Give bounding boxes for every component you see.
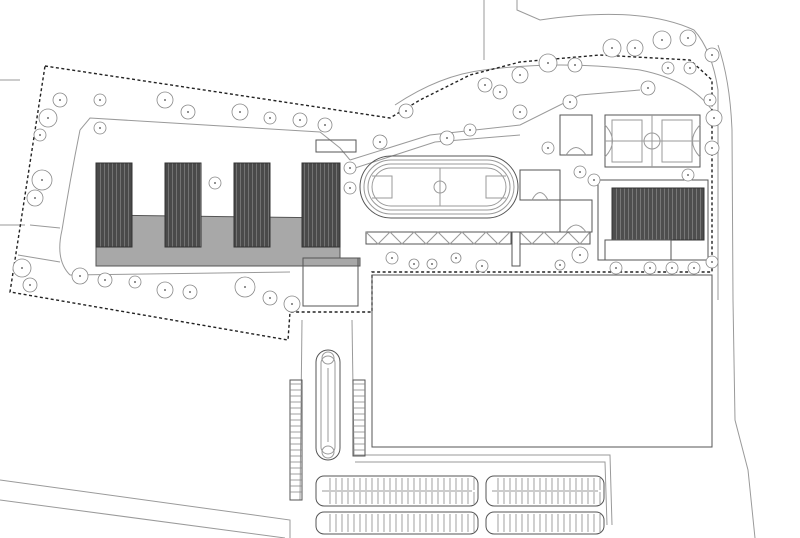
gymnasium — [597, 179, 709, 261]
site-boundary — [9, 54, 713, 341]
parking-lot — [315, 475, 605, 535]
classroom-complex — [95, 139, 361, 307]
parking-strip-left — [289, 379, 366, 501]
classroom-block-3 — [233, 162, 271, 248]
entrance-hall — [302, 257, 359, 307]
parking-stalls — [290, 383, 601, 532]
inner-paths — [17, 89, 641, 276]
sports-field — [371, 274, 713, 448]
stair-block — [315, 139, 357, 153]
basketball-courts — [519, 114, 593, 233]
roads — [0, 0, 756, 538]
running-track — [359, 155, 519, 219]
multi-court — [604, 114, 701, 168]
covered-walkway — [365, 231, 591, 267]
trees — [12, 29, 723, 313]
classroom-block-1 — [95, 162, 133, 248]
classroom-block-4 — [301, 162, 341, 248]
classroom-block-2 — [164, 162, 202, 248]
